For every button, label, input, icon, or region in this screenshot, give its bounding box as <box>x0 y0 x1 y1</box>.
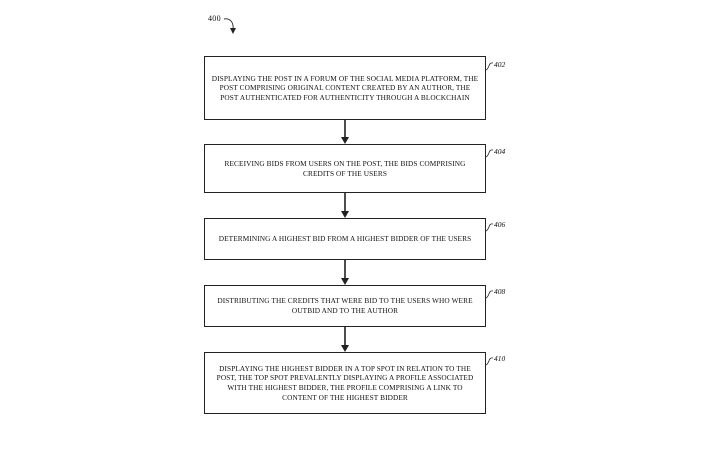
step-box-408: DISTRIBUTING THE CREDITS THAT WERE BID T… <box>204 285 486 327</box>
step-box-402: DISPLAYING THE POST IN A FORUM OF THE SO… <box>204 56 486 120</box>
figure-label: 400 <box>208 14 221 23</box>
step-ref-408: 408 <box>494 287 506 296</box>
leader-402 <box>485 62 494 71</box>
step-text-408: DISTRIBUTING THE CREDITS THAT WERE BID T… <box>217 296 473 315</box>
step-box-406: DETERMINING A HIGHEST BID FROM A HIGHEST… <box>204 218 486 260</box>
step-text-404: RECEIVING BIDS FROM USERS ON THE POST, T… <box>224 158 466 178</box>
step-box-404: RECEIVING BIDS FROM USERS ON THE POST, T… <box>204 144 486 193</box>
step-ref-404: 404 <box>494 147 506 156</box>
step-box-410: DISPLAYING THE HIGHEST BIDDER IN A TOP S… <box>204 352 486 414</box>
step-text-406: DETERMINING A HIGHEST BID FROM A HIGHEST… <box>218 234 472 244</box>
step-ref-402: 402 <box>494 60 506 69</box>
step-text-410: DISPLAYING THE HIGHEST BIDDER IN A TOP S… <box>216 363 474 402</box>
step-text-402: DISPLAYING THE POST IN A FORUM OF THE SO… <box>211 73 479 102</box>
leader-404 <box>485 149 494 158</box>
leader-408 <box>485 290 494 299</box>
leader-410 <box>485 357 494 366</box>
step-ref-410: 410 <box>494 354 506 363</box>
step-ref-406: 406 <box>494 220 506 229</box>
leader-406 <box>485 223 494 232</box>
